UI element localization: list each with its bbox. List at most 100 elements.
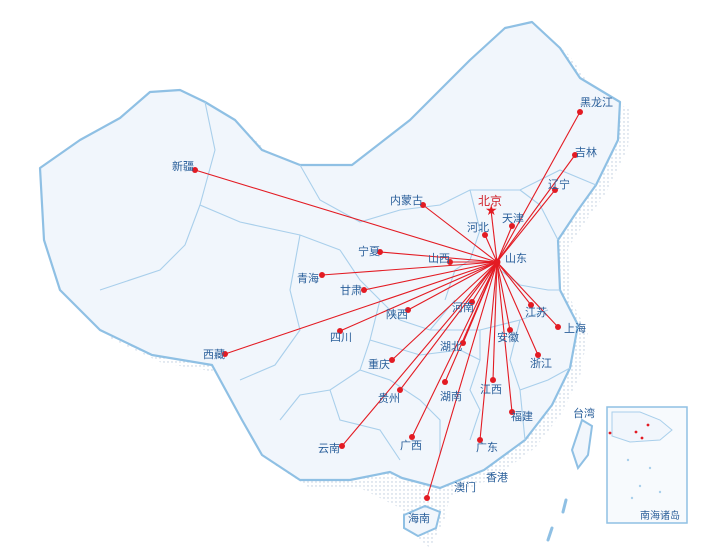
dot-zhejiang	[535, 352, 541, 358]
dot-sichuan	[337, 328, 343, 334]
hainan-island	[403, 504, 442, 538]
dot-qinghai	[319, 272, 325, 278]
label-xianggang: 香港	[486, 471, 508, 484]
label-jilin: 吉林	[575, 145, 597, 159]
route-heilongjiang	[496, 111, 581, 263]
dot-fujian	[509, 409, 515, 415]
route-hunan	[444, 261, 498, 383]
route-jilin	[496, 154, 576, 263]
capital-star-icon: ★	[485, 203, 498, 219]
route-neimenggu	[422, 204, 498, 263]
province-dots: ★	[192, 109, 583, 501]
label-tianjin: 天津	[502, 212, 524, 225]
route-guangdong	[479, 261, 498, 441]
route-yunnan	[341, 261, 498, 447]
dot-hainan	[424, 495, 430, 501]
label-liaoning: 辽宁	[548, 177, 570, 191]
label-shanghai: 上海	[564, 321, 586, 335]
dot-xinjiang	[192, 167, 198, 173]
label-hebei: 河北	[467, 221, 489, 234]
label-jiangxi: 江西	[480, 383, 502, 396]
dot-liaoning	[552, 187, 558, 193]
label-xinjiang: 新疆	[172, 159, 194, 173]
dot-ningxia	[377, 249, 383, 255]
route-hebei	[484, 234, 498, 263]
dot-shaanxi	[405, 307, 411, 313]
dot-tianjin	[509, 223, 515, 229]
inset-title: 南海诸岛	[640, 509, 680, 522]
label-fujian: 福建	[511, 409, 533, 423]
dot-gansu	[361, 287, 367, 293]
route-gansu	[363, 261, 498, 291]
label-zhejiang: 浙江	[530, 357, 552, 370]
label-shaanxi: 陕西	[386, 307, 408, 321]
route-shaanxi	[407, 261, 498, 311]
label-neimenggu: 内蒙古	[390, 193, 423, 207]
label-guangdong: 广东	[476, 441, 498, 454]
route-fujian	[496, 261, 513, 413]
route-anhui	[496, 261, 511, 331]
route-qinghai	[321, 261, 498, 276]
dot-henan	[469, 299, 475, 305]
dot-anhui	[507, 327, 513, 333]
route-jiangxi	[492, 261, 498, 381]
route-liaoning	[496, 189, 556, 263]
dot-guangdong	[477, 437, 483, 443]
dot-hebei	[482, 232, 488, 238]
route-shanghai	[496, 261, 559, 328]
label-shandong: 山东	[505, 252, 527, 265]
label-ningxia: 宁夏	[358, 244, 380, 258]
label-gansu: 甘肃	[340, 284, 362, 297]
coastal-islands	[546, 498, 568, 542]
route-jiangsu	[496, 261, 532, 306]
dot-hubei	[460, 340, 466, 346]
dot-shandong	[493, 258, 501, 266]
route-zhejiang	[496, 261, 539, 356]
dot-shanxi	[447, 259, 453, 265]
dot-jiangsu	[528, 302, 534, 308]
route-ningxia	[379, 251, 498, 263]
dot-shanghai	[555, 324, 561, 330]
label-taiwan: 台湾	[573, 406, 595, 420]
dot-chongqing	[389, 357, 395, 363]
label-hainan: 海南	[408, 511, 430, 525]
label-beijing: 北京	[478, 194, 502, 208]
dot-yunnan	[339, 443, 345, 449]
dot-guangxi	[409, 434, 415, 440]
mainland-shape	[38, 20, 622, 490]
route-lines	[194, 111, 581, 499]
taiwan-island	[570, 418, 594, 471]
route-henan	[471, 261, 498, 303]
label-sichuan: 四川	[330, 331, 352, 344]
route-guizhou	[399, 261, 498, 391]
province-labels: 黑龙江吉林辽宁新疆内蒙古北京天津河北宁夏山西山东青海甘肃陕西河南江苏上海四川湖北…	[172, 96, 613, 525]
province-borders	[99, 101, 597, 461]
label-chongqing: 重庆	[368, 357, 390, 371]
label-anhui: 安徽	[497, 330, 519, 344]
label-yunnan: 云南	[318, 442, 340, 455]
dot-jilin	[572, 152, 578, 158]
label-guizhou: 贵州	[378, 392, 400, 405]
label-jiangsu: 江苏	[525, 306, 547, 319]
label-hunan: 湖南	[440, 390, 462, 403]
dot-hunan	[442, 379, 448, 385]
route-beijing	[490, 209, 498, 263]
dot-guizhou	[397, 387, 403, 393]
label-aomen: 澳门	[454, 480, 476, 494]
label-shanxi: 山西	[428, 252, 450, 265]
dot-jiangxi	[490, 377, 496, 383]
route-xinjiang	[194, 169, 498, 263]
route-sichuan	[339, 261, 498, 332]
dot-neimenggu	[420, 202, 426, 208]
label-guangxi: 广西	[400, 439, 422, 452]
route-chongqing	[391, 261, 498, 361]
label-qinghai: 青海	[297, 271, 319, 285]
route-hainan	[426, 261, 498, 499]
south-china-sea-inset: 南海诸岛	[606, 406, 688, 524]
dot-xizang	[222, 351, 228, 357]
label-xizang: 西藏	[203, 348, 225, 361]
route-guangxi	[411, 261, 498, 438]
route-tianjin	[496, 225, 513, 263]
dot-heilongjiang	[577, 109, 583, 115]
